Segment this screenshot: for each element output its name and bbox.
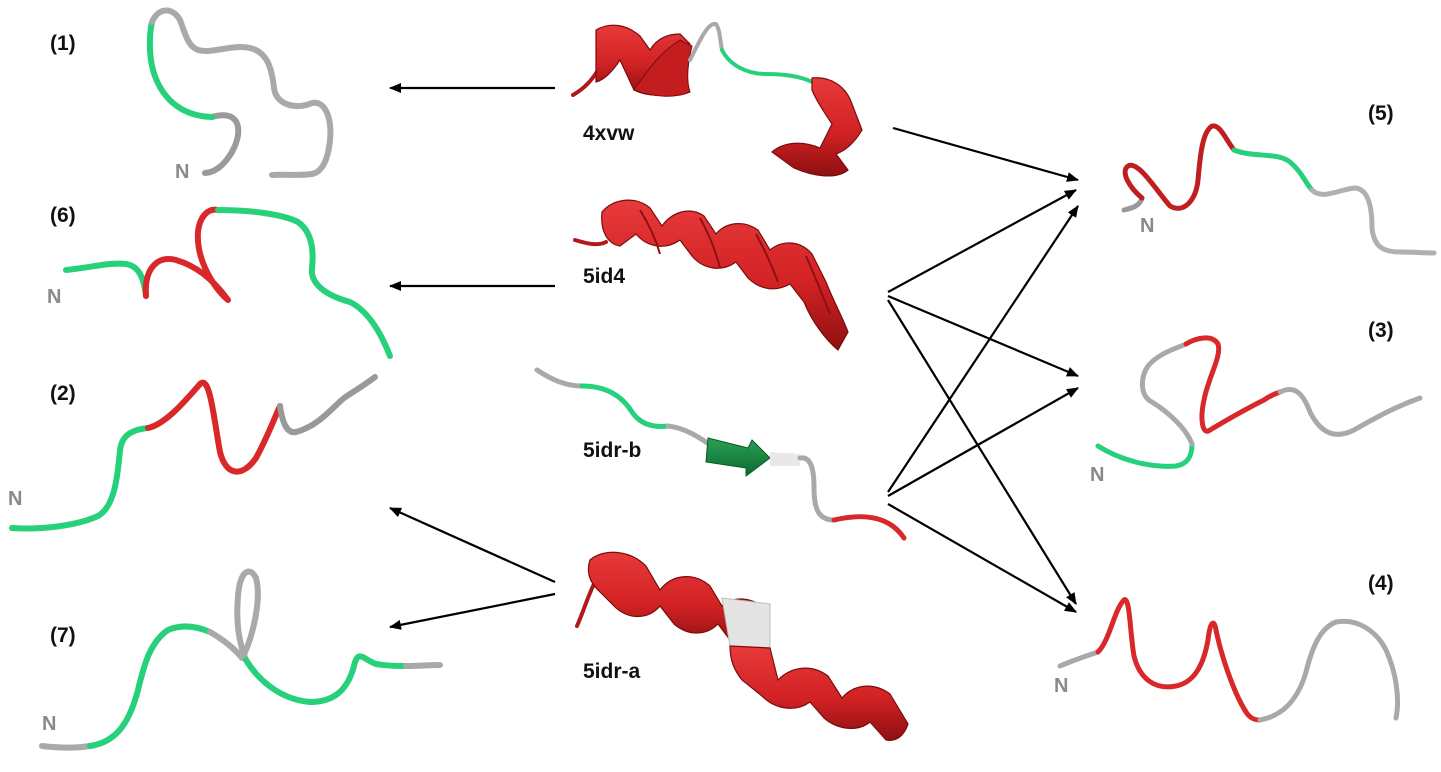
model-1: (1) N [50,7,334,183]
structure-5idr-a: 5idr-a [575,551,909,741]
arrow-5idr-a-to-2 [389,506,556,584]
n-terminus-label: N [8,488,22,510]
arrow-5id4-to-4 [887,299,1077,605]
arrow-5idr-a-to-7 [389,592,556,630]
n-terminus-label: N [47,286,61,308]
structure-label-5id4: 5id4 [583,265,625,288]
model-label-3: (3) [1368,319,1394,342]
arrow-5idr-b-to-5 [887,205,1079,493]
model-label-1: (1) [50,32,76,55]
arrow-5idr-b-to-3 [887,387,1079,497]
model-6: (6) N [47,204,393,359]
model-label-4: (4) [1368,572,1394,595]
model-7: (7) N [39,568,443,751]
structure-label-5idr-a: 5idr-a [583,660,641,683]
structure-5id4: 5id4 [573,199,849,351]
structure-4xvw: 4xvw [571,21,863,177]
model-label-2: (2) [50,382,76,405]
arrow-4xvw-to-5 [892,126,1079,182]
model-label-5: (5) [1368,102,1394,125]
model-5: (5) N [1121,102,1437,256]
n-terminus-label: N [1140,215,1154,237]
structure-label-4xvw: 4xvw [583,122,635,145]
arrow-5id4-to-5 [887,189,1077,293]
model-label-7: (7) [50,624,76,647]
model-label-6: (6) [50,204,76,227]
n-terminus-label: N [1090,464,1104,486]
arrow-5idr-b-to-4 [887,503,1077,613]
n-terminus-label: N [42,713,56,735]
structure-label-5idr-b: 5idr-b [583,439,641,462]
mapping-arrows [389,83,1079,630]
model-4: (4) N [1054,572,1401,723]
n-terminus-label: N [1054,675,1068,697]
arrow-5id4-to-3 [887,294,1079,378]
structure-5idr-b: 5idr-b [534,367,907,541]
n-terminus-label: N [175,161,189,183]
model-2: (2) N [8,374,378,532]
model-3: (3) N [1090,319,1423,486]
